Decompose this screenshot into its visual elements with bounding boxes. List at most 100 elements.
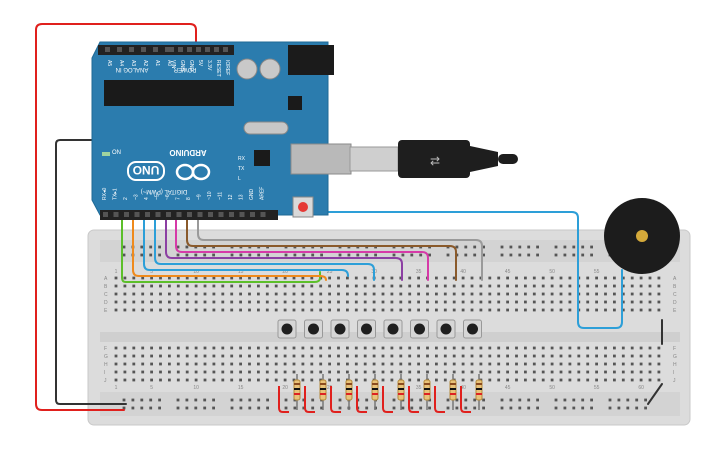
breadboard-hole[interactable] xyxy=(212,276,216,280)
breadboard-hole[interactable] xyxy=(319,362,323,366)
breadboard-hole[interactable] xyxy=(203,300,207,304)
analog-pin[interactable] xyxy=(129,47,134,52)
power-jack[interactable] xyxy=(288,45,334,75)
breadboard-hole[interactable] xyxy=(123,308,127,312)
breadboard-hole[interactable] xyxy=(194,292,198,296)
breadboard-hole[interactable] xyxy=(488,346,492,350)
wire-pulldown[interactable] xyxy=(382,386,393,413)
breadboard-hole[interactable] xyxy=(541,378,545,382)
breadboard-hole[interactable] xyxy=(399,292,403,296)
breadboard-hole[interactable] xyxy=(479,346,483,350)
breadboard-hole[interactable] xyxy=(185,284,189,288)
rail-hole[interactable] xyxy=(410,398,414,402)
rail-hole[interactable] xyxy=(590,245,593,249)
breadboard-hole[interactable] xyxy=(132,378,136,382)
breadboard-hole[interactable] xyxy=(354,284,358,288)
breadboard-hole[interactable] xyxy=(194,300,198,304)
rail-hole[interactable] xyxy=(203,406,207,410)
breadboard-hole[interactable] xyxy=(515,276,518,280)
wire-pulldown[interactable] xyxy=(356,386,367,413)
rail-hole[interactable] xyxy=(572,253,576,257)
breadboard-hole[interactable] xyxy=(212,284,216,288)
breadboard-hole[interactable] xyxy=(292,346,296,350)
breadboard-hole[interactable] xyxy=(141,362,145,366)
breadboard-hole[interactable] xyxy=(381,378,385,382)
rail-hole[interactable] xyxy=(194,253,198,257)
breadboard-hole[interactable] xyxy=(604,378,607,382)
breadboard-hole[interactable] xyxy=(621,308,625,312)
wire-gnd-rail[interactable] xyxy=(647,383,663,405)
breadboard-hole[interactable] xyxy=(604,300,607,304)
digital-pin[interactable] xyxy=(187,212,192,217)
digital-pin[interactable] xyxy=(208,212,213,217)
rail-hole[interactable] xyxy=(608,406,612,410)
breadboard-hole[interactable] xyxy=(123,292,127,296)
breadboard-hole[interactable] xyxy=(443,308,447,312)
breadboard-hole[interactable] xyxy=(621,378,625,382)
breadboard-hole[interactable] xyxy=(550,346,554,350)
breadboard-hole[interactable] xyxy=(114,308,118,312)
breadboard-hole[interactable] xyxy=(310,284,314,288)
breadboard-hole[interactable] xyxy=(283,362,287,366)
digital-pin[interactable] xyxy=(166,212,171,217)
breadboard-hole[interactable] xyxy=(221,308,225,312)
rail-hole[interactable] xyxy=(122,398,126,402)
rail-hole[interactable] xyxy=(149,253,153,257)
breadboard-hole[interactable] xyxy=(310,346,314,350)
rail-hole[interactable] xyxy=(149,245,153,249)
breadboard-hole[interactable] xyxy=(212,292,216,296)
breadboard-hole[interactable] xyxy=(363,370,367,374)
breadboard-hole[interactable] xyxy=(461,308,465,312)
breadboard-hole[interactable] xyxy=(319,354,323,358)
rail-hole[interactable] xyxy=(140,398,144,402)
breadboard-hole[interactable] xyxy=(114,378,118,382)
breadboard-hole[interactable] xyxy=(123,362,127,366)
breadboard-hole[interactable] xyxy=(488,284,492,288)
rail-hole[interactable] xyxy=(230,253,234,257)
breadboard-hole[interactable] xyxy=(203,362,207,366)
digital-pin[interactable] xyxy=(155,212,161,217)
breadboard-hole[interactable] xyxy=(274,378,278,382)
breadboard-hole[interactable] xyxy=(337,378,340,382)
breadboard-hole[interactable] xyxy=(230,354,234,358)
breadboard-hole[interactable] xyxy=(132,370,136,374)
breadboard-hole[interactable] xyxy=(657,308,661,312)
breadboard-hole[interactable] xyxy=(541,346,545,350)
breadboard-hole[interactable] xyxy=(479,292,483,296)
breadboard-hole[interactable] xyxy=(159,308,162,312)
breadboard-hole[interactable] xyxy=(168,292,171,296)
rail-hole[interactable] xyxy=(464,398,468,402)
breadboard-hole[interactable] xyxy=(443,378,447,382)
wire-5v[interactable] xyxy=(35,23,197,411)
breadboard-hole[interactable] xyxy=(595,362,598,366)
rail-hole[interactable] xyxy=(176,245,180,249)
breadboard-hole[interactable] xyxy=(550,276,554,280)
breadboard-hole[interactable] xyxy=(203,354,207,358)
rail-hole[interactable] xyxy=(266,253,269,257)
rail-hole[interactable] xyxy=(581,406,585,410)
breadboard-hole[interactable] xyxy=(150,362,153,366)
breadboard-hole[interactable] xyxy=(230,346,234,350)
breadboard-hole[interactable] xyxy=(488,370,492,374)
rail-hole[interactable] xyxy=(572,406,576,410)
breadboard-hole[interactable] xyxy=(559,308,563,312)
breadboard-hole[interactable] xyxy=(354,276,358,280)
breadboard-hole[interactable] xyxy=(328,346,331,350)
breadboard-hole[interactable] xyxy=(328,370,331,374)
breadboard-hole[interactable] xyxy=(301,346,305,350)
rail-hole[interactable] xyxy=(410,253,414,257)
wire-pin8[interactable] xyxy=(186,211,457,281)
breadboard-hole[interactable] xyxy=(381,362,385,366)
rail-hole[interactable] xyxy=(338,398,342,402)
breadboard-hole[interactable] xyxy=(141,276,145,280)
breadboard-hole[interactable] xyxy=(613,300,616,304)
rail-hole[interactable] xyxy=(635,398,639,402)
breadboard-hole[interactable] xyxy=(346,308,349,312)
rail-hole[interactable] xyxy=(185,406,189,410)
breadboard-hole[interactable] xyxy=(274,292,278,296)
breadboard-hole[interactable] xyxy=(497,370,501,374)
breadboard-hole[interactable] xyxy=(435,284,438,288)
rail-hole[interactable] xyxy=(536,245,539,249)
breadboard-hole[interactable] xyxy=(372,300,376,304)
breadboard-hole[interactable] xyxy=(470,370,474,374)
